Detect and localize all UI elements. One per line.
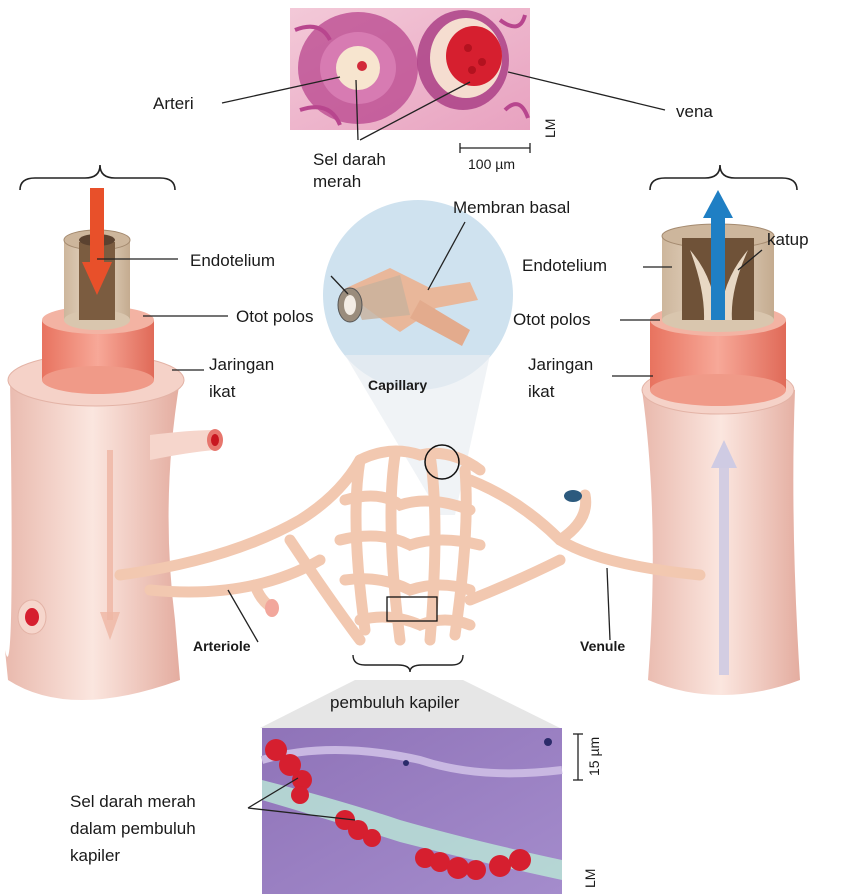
label-arteri: Arteri: [153, 94, 194, 114]
label-jaringan-right: Jaringan: [528, 355, 593, 375]
label-sdm-kapiler-3: kapiler: [70, 846, 120, 866]
label-sel-darah-merah-top: Sel darah: [313, 150, 386, 170]
label-katup: katup: [767, 230, 809, 250]
label-arteriole: Arteriole: [193, 636, 251, 656]
label-jaringan-left: Jaringan: [209, 355, 274, 375]
label-endotelium-left: Endotelium: [190, 251, 275, 271]
label-sel-darah-merah-top-2: merah: [313, 172, 361, 192]
label-venule: Venule: [580, 636, 625, 656]
label-scale-100: 100 µm: [468, 154, 515, 174]
label-membran-basal: Membran basal: [453, 198, 570, 218]
label-lm-bottom: LM: [580, 869, 600, 888]
label-vena: vena: [676, 102, 713, 122]
capillary-bed: [120, 451, 700, 640]
label-ikat-left: ikat: [209, 382, 235, 402]
label-pembuluh-kapiler: pembuluh kapiler: [330, 693, 459, 713]
label-capillary: Capillary: [368, 375, 427, 395]
top-micrograph: [290, 8, 530, 130]
bottom-micrograph: [262, 728, 562, 894]
label-sdm-kapiler-2: dalam pembuluh: [70, 819, 196, 839]
label-ikat-right: ikat: [528, 382, 554, 402]
label-otot-polos-right: Otot polos: [513, 310, 591, 330]
label-otot-polos-left: Otot polos: [236, 307, 314, 327]
label-endotelium-right: Endotelium: [522, 256, 607, 276]
label-scale-15: 15 µm: [584, 737, 604, 776]
vein-illustration: [642, 190, 800, 695]
label-sdm-kapiler-1: Sel darah merah: [70, 792, 196, 812]
label-lm-top: LM: [540, 119, 560, 138]
